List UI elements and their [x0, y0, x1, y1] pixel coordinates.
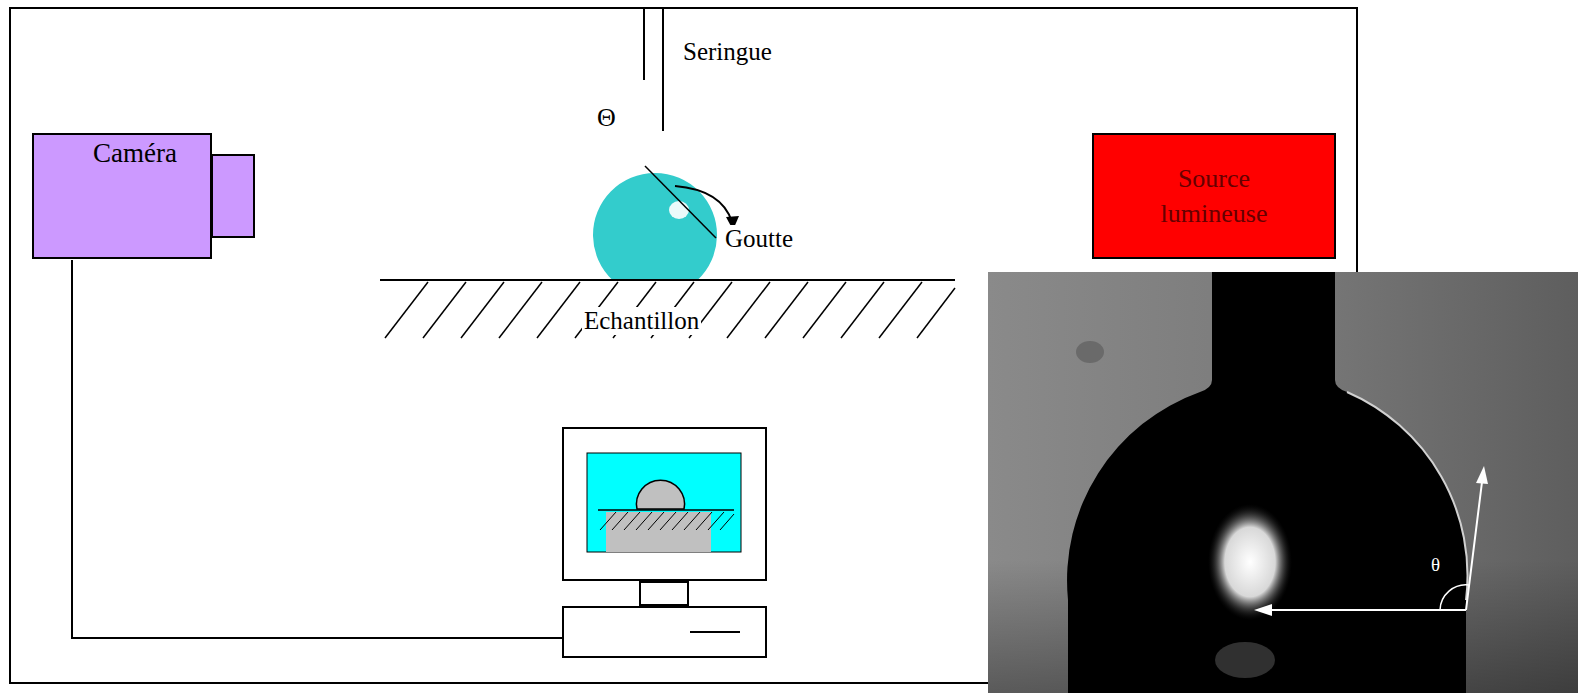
computer [563, 428, 766, 657]
syringe-label: Seringue [683, 38, 772, 66]
box-label: Caméra [93, 135, 177, 171]
droplet [593, 173, 717, 280]
angle-symbol: Θ [597, 104, 616, 133]
light-source-box: Source lumineuse [1092, 133, 1336, 259]
sample-label: Echantillon [582, 307, 701, 335]
syringe [644, 8, 663, 131]
hatching [385, 282, 955, 338]
box-label: Source lumineuse [1124, 161, 1304, 231]
drop-label: Goutte [723, 225, 795, 253]
droplet-highlight [669, 201, 689, 219]
sample-surface [380, 279, 955, 281]
angle-symbol: θ [1431, 555, 1440, 576]
tangent-line [645, 166, 716, 238]
angle-arrow [675, 186, 732, 222]
cable [72, 260, 563, 638]
camera-box: Caméra [32, 133, 212, 259]
drop-photo [988, 272, 1578, 693]
camera-lens [212, 155, 254, 237]
